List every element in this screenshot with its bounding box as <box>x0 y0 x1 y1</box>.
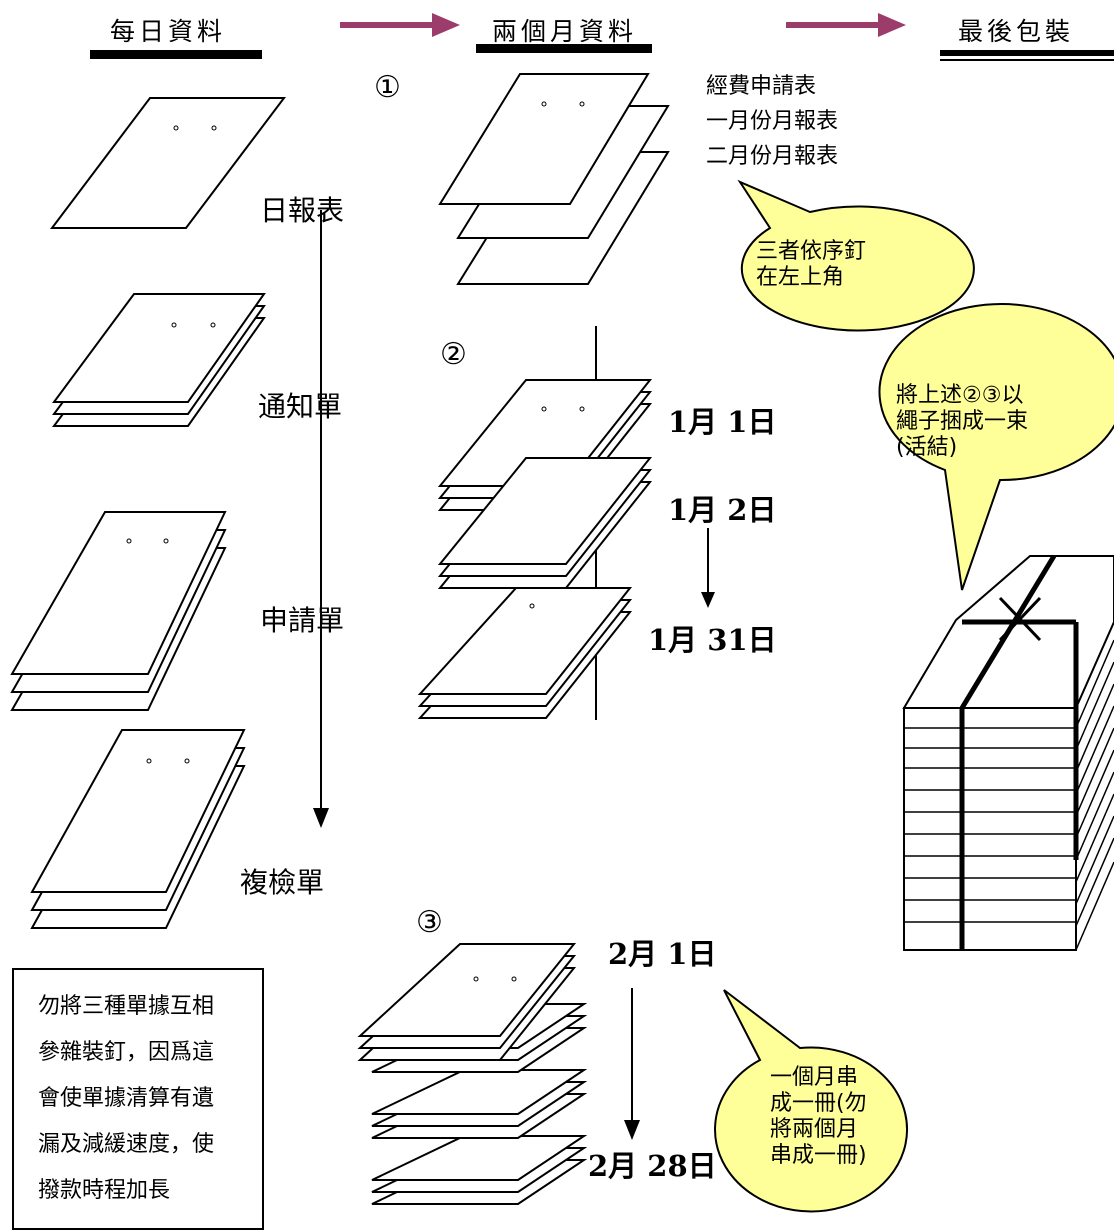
section1-line-3: 二月份月報表 <box>706 144 838 169</box>
flow-arrow-1 <box>340 13 460 37</box>
section1-sheet-stack <box>438 73 670 285</box>
svg-text:將上述②③以: 將上述②③以 <box>896 383 1023 408</box>
section3-sheet-stacks <box>357 943 588 1205</box>
note-line-2: 參雜裝釘，因爲這 <box>38 1040 215 1065</box>
daily-label-notice: 通知單 <box>258 390 342 423</box>
svg-text:將兩個月: 將兩個月 <box>770 1117 858 1142</box>
notice-form-stack <box>52 293 266 427</box>
section3-date-2: 2月 28日 <box>588 1149 717 1183</box>
section2-date-3: 1月 31日 <box>648 623 777 657</box>
svg-text:一個月串: 一個月串 <box>770 1065 858 1090</box>
svg-text:串成一冊): 串成一冊) <box>770 1143 867 1168</box>
section2-day31-stack <box>417 587 633 719</box>
section1-bubble: 三者依序釘 在左上角 <box>737 179 975 332</box>
section-marker-1: ① <box>374 70 401 105</box>
note-line-3: 會使單據清算有遺 <box>38 1086 215 1111</box>
svg-text:(活結): (活結) <box>896 435 957 460</box>
svg-text:在左上角: 在左上角 <box>756 265 844 290</box>
daily-label-report: 日報表 <box>260 194 344 227</box>
note-line-1: 勿將三種單據互相 <box>38 994 215 1019</box>
section2-date-1: 1月 1日 <box>668 405 776 439</box>
header-daily: 每日資料 <box>110 17 226 46</box>
section3-date-1: 2月 1日 <box>608 937 716 971</box>
application-form-stack <box>10 511 227 711</box>
final-bubble: 將上述②③以 繩子捆成一束 (活結) <box>878 303 1114 591</box>
daily-report-sheet <box>49 97 287 229</box>
header-final-underline <box>940 50 1114 56</box>
daily-label-application: 申請單 <box>260 604 344 637</box>
section2-day2-stack <box>437 457 653 589</box>
recheck-form-stack <box>30 729 246 929</box>
note-line-5: 撥款時程加長 <box>38 1178 171 1203</box>
section-marker-3: ③ <box>416 905 443 940</box>
flow-arrow-2 <box>786 13 906 37</box>
section2-day1-stack <box>437 379 653 511</box>
daily-label-recheck: 複檢單 <box>240 866 324 899</box>
svg-text:三者依序釘: 三者依序釘 <box>756 239 866 264</box>
section1-line-1: 經費申請表 <box>706 74 816 99</box>
header-two-month-underline <box>476 44 652 53</box>
note-line-4: 漏及減緩速度，使 <box>38 1132 215 1157</box>
section1-line-2: 一月份月報表 <box>706 109 838 134</box>
section3-bubble: 一個月串 成一冊(勿 將兩個月 串成一冊) <box>714 989 909 1213</box>
tied-bundle <box>902 554 1114 951</box>
warning-note-box: 勿將三種單據互相 參雜裝釘，因爲這 會使單據清算有遺 漏及減緩速度，使 撥款時程… <box>12 968 264 1230</box>
header-final: 最後包裝 <box>958 17 1074 46</box>
section2-date-2: 1月 2日 <box>668 493 776 527</box>
section-marker-2: ② <box>440 337 467 372</box>
header-two-month: 兩個月資料 <box>492 17 637 46</box>
svg-text:繩子捆成一束: 繩子捆成一束 <box>896 409 1028 434</box>
header-daily-underline <box>90 50 262 59</box>
svg-text:成一冊(勿: 成一冊(勿 <box>770 1091 867 1116</box>
